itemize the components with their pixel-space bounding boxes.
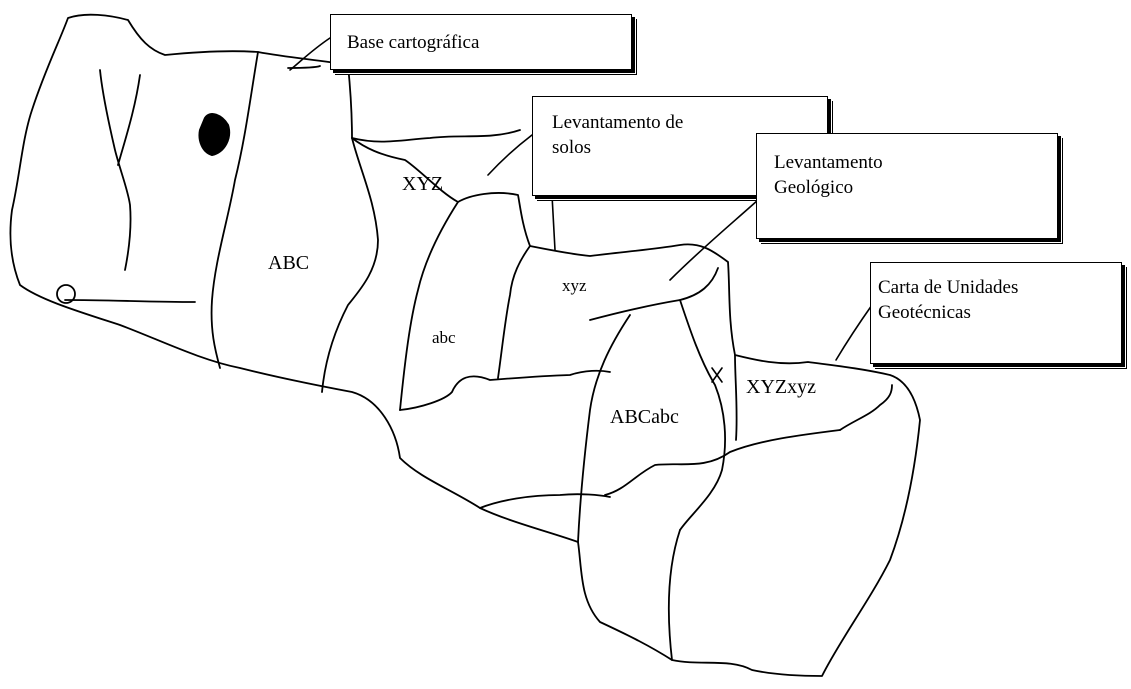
legend-box-geotech (870, 262, 1122, 364)
boundary-xyz-south (589, 267, 719, 321)
leader-base (289, 37, 331, 71)
outer-boundary (9, 13, 921, 677)
legend-soils-line-1: Levantamento de (552, 112, 684, 133)
boundary-southeast (667, 529, 681, 661)
legend-geotech-text: Carta de Unidades Geotécnicas (878, 275, 1018, 325)
boundary-abc-east (321, 137, 379, 393)
leader-geotech (835, 304, 873, 361)
legend-geotech-line-2: Geotécnicas (878, 302, 971, 323)
legend-soils-line-2: solos (552, 137, 592, 158)
boundary-abc-lower-west (399, 201, 459, 411)
legend-box-base (330, 14, 632, 70)
boundary-abcabc-south (604, 429, 841, 496)
legend-base-line-1: Base cartográfica (347, 32, 480, 53)
legend-base-text: Base cartográfica (347, 30, 479, 55)
legend-soils-text: Levantamento de solos (552, 110, 683, 160)
leader-cross (711, 367, 723, 383)
river-west (99, 69, 132, 271)
legend-geotech-line-1: Carta de Unidades (878, 277, 1019, 298)
region-abc-lower: abc (432, 328, 456, 347)
boundary-abc-south (399, 369, 611, 411)
region-xyzxyz: XYZxyz (746, 376, 816, 398)
region-xyz-upper: XYZ (402, 173, 443, 195)
town-marker (56, 284, 76, 304)
region-xyz-lower: xyz (562, 276, 587, 295)
road-west (64, 299, 196, 303)
legend-geology-line-1: Levantamento (774, 152, 883, 173)
region-abcabc: ABCabc (610, 406, 679, 428)
boundary-xyzxyz-east (839, 384, 893, 431)
boundary-west (210, 51, 259, 369)
boundary-abcabc-west (577, 314, 631, 543)
leader-soils-1 (487, 134, 533, 176)
boundary-xyz-top (351, 129, 521, 143)
boundary-abcabc-east (679, 299, 726, 531)
leader-geology (669, 199, 759, 281)
boundary-xyz-west (497, 245, 531, 379)
legend-geology-text: Levantamento Geológico (774, 150, 883, 200)
region-abc-upper: ABC (268, 252, 309, 274)
legend-geology-line-2: Geológico (774, 177, 854, 198)
boundary-lower-middle (479, 493, 611, 509)
leader-soils-2 (551, 194, 556, 251)
lake-feature (198, 113, 231, 157)
boundary-xyzxyz-west (734, 354, 738, 441)
road-north (287, 65, 321, 69)
legend-box-geology (756, 133, 1058, 239)
river-branch (117, 74, 141, 166)
